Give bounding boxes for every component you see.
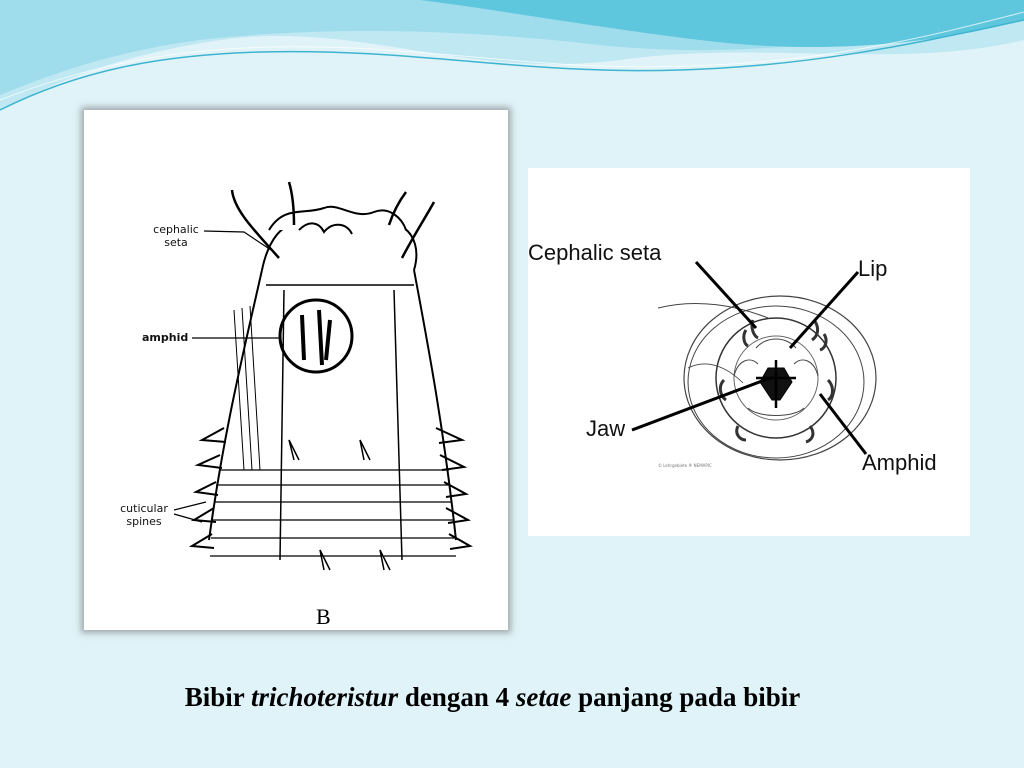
caption-setae: setae [515, 682, 572, 712]
label-amphid: amphid [142, 331, 189, 344]
caption-text-1: Bibir [184, 682, 252, 712]
label-cephalic-seta: cephalic seta [153, 223, 199, 249]
label-amphid: Amphid [862, 450, 937, 475]
panel-mark: B [316, 604, 331, 629]
label-cuticular-spines: cuticular spines [120, 502, 168, 528]
en-face-illustration [631, 260, 877, 461]
slide-caption: Bibir trichoteristur dengan 4 setae panj… [0, 682, 985, 713]
label-lip: Lip [858, 256, 888, 281]
header-wave-decoration [0, 0, 1024, 111]
image-credit: © Lehrgebiete ® NEMAPIC [658, 463, 712, 468]
label-cephalic-seta: Cephalic seta [528, 240, 662, 265]
nematode-head-illustration [173, 181, 473, 571]
caption-text-2: dengan 4 [398, 682, 516, 712]
nematode-head-drawing: cephalic seta amphid cuticular spines B [84, 110, 508, 630]
caption-genus: trichoteristur [251, 682, 399, 712]
label-jaw: Jaw [586, 416, 626, 441]
caption-text-3: panjang pada bibir [571, 682, 801, 712]
nematode-head-en-face-diagram: Cephalic seta Lip Jaw Amphid © Lehrgebie… [528, 168, 970, 536]
